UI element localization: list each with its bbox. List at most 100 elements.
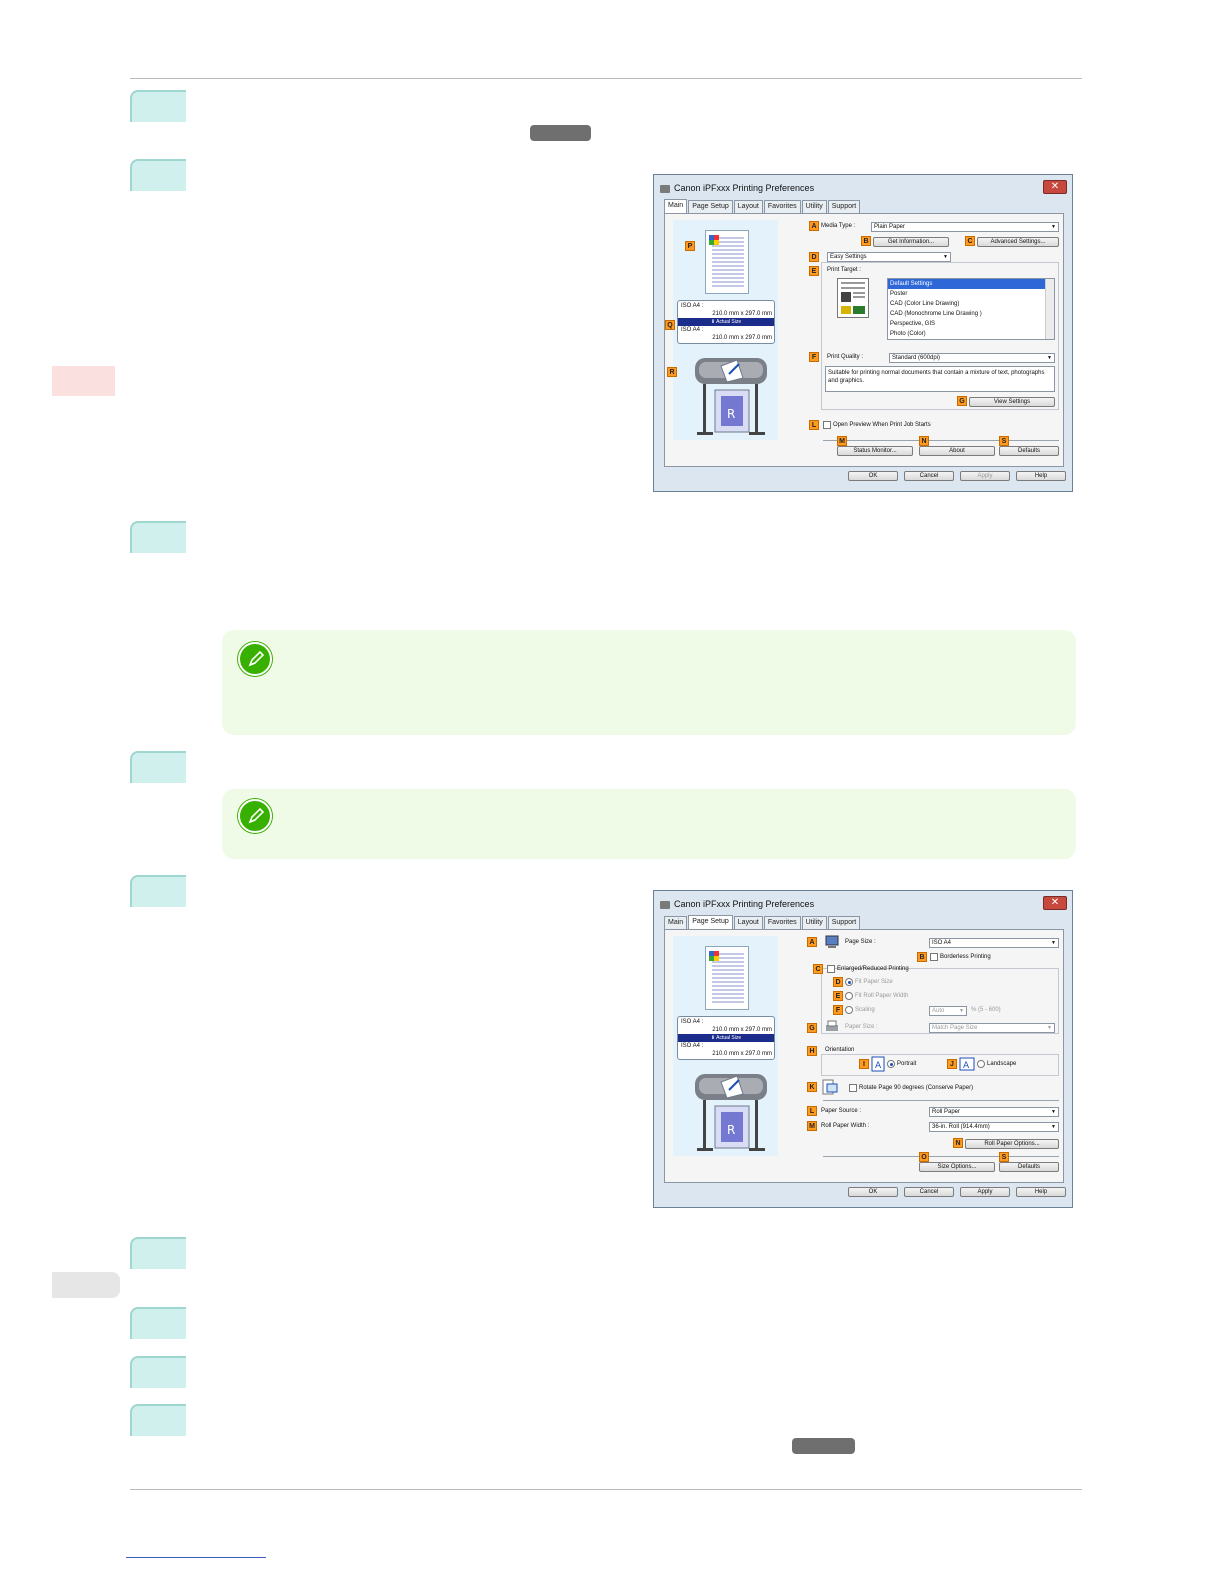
ok-button[interactable]: OK bbox=[848, 1187, 898, 1197]
label-badge-s: S bbox=[999, 436, 1009, 446]
reference-link[interactable] bbox=[792, 1438, 855, 1454]
fit-roll-width-radio[interactable] bbox=[845, 992, 853, 1000]
label-badge-l: L bbox=[809, 420, 819, 430]
landscape-label: Landscape bbox=[987, 1061, 1017, 1067]
label-badge-j: J bbox=[947, 1059, 957, 1069]
list-item[interactable]: Default Settings bbox=[888, 279, 1054, 289]
tab-layout[interactable]: Layout bbox=[733, 916, 763, 929]
page-size-label: Page Size : bbox=[845, 939, 876, 945]
open-preview-label: Open Preview When Print Job Starts bbox=[833, 422, 931, 428]
list-item[interactable]: Poster bbox=[890, 291, 908, 297]
tab-utility[interactable]: Utility bbox=[801, 916, 827, 929]
apply-button[interactable]: Apply bbox=[960, 1187, 1010, 1197]
fit-paper-size-radio[interactable] bbox=[845, 978, 853, 986]
list-item[interactable]: CAD (Monochrome Line Drawing ) bbox=[890, 311, 982, 317]
get-information-button[interactable]: Get Information... bbox=[873, 237, 949, 247]
print-target-preview-icon bbox=[837, 278, 869, 318]
fit-paper-size-label: Fit Paper Size bbox=[855, 979, 893, 985]
step-marker bbox=[130, 1404, 186, 1436]
help-button[interactable]: Help bbox=[1016, 471, 1066, 481]
printing-preferences-page-setup-dialog: Canon iPFxxx Printing Preferences ✕ Main… bbox=[653, 890, 1073, 1208]
tab-page-setup[interactable]: Page Setup bbox=[688, 200, 733, 213]
print-target-list[interactable]: Default Settings Poster CAD (Color Line … bbox=[887, 278, 1055, 340]
step-marker bbox=[130, 751, 186, 783]
tab-favorites[interactable]: Favorites bbox=[763, 200, 801, 213]
tab-main[interactable]: Main bbox=[664, 916, 688, 929]
tab-support[interactable]: Support bbox=[827, 200, 861, 213]
label-badge-n: N bbox=[953, 1138, 963, 1148]
roll-width-select[interactable]: 36-in. Roll (914.4mm) bbox=[929, 1122, 1059, 1132]
reference-link[interactable] bbox=[530, 125, 591, 141]
image-thumbnail-icon bbox=[709, 951, 719, 961]
pencil-icon bbox=[238, 642, 272, 676]
defaults-button[interactable]: Defaults bbox=[999, 446, 1059, 456]
label-badge-k: K bbox=[807, 1082, 817, 1092]
tab-layout[interactable]: Layout bbox=[733, 200, 763, 213]
easy-settings-select[interactable]: Easy Settings bbox=[827, 252, 951, 262]
orientation-group bbox=[821, 1054, 1059, 1076]
apply-button[interactable]: Apply bbox=[960, 471, 1010, 481]
paper-size-select[interactable]: Match Page Size bbox=[929, 1023, 1055, 1033]
dialog-title: Canon iPFxxx Printing Preferences bbox=[660, 179, 814, 197]
section-tab[interactable] bbox=[52, 1272, 120, 1298]
cancel-button[interactable]: Cancel bbox=[904, 471, 954, 481]
tab-support[interactable]: Support bbox=[827, 916, 861, 929]
list-item[interactable]: Photo (Color) bbox=[890, 331, 926, 337]
label-badge-b: B bbox=[917, 952, 927, 962]
about-button[interactable]: About bbox=[919, 446, 995, 456]
tab-favorites[interactable]: Favorites bbox=[763, 916, 801, 929]
tab-main[interactable]: Main bbox=[664, 199, 688, 213]
list-item[interactable]: CAD (Color Line Drawing) bbox=[890, 301, 960, 307]
list-scrollbar[interactable] bbox=[1045, 279, 1054, 339]
size-options-button[interactable]: Size Options... bbox=[919, 1162, 995, 1172]
settings-group bbox=[821, 262, 1059, 410]
print-quality-select[interactable]: Standard (600dpi) bbox=[889, 353, 1055, 363]
media-type-select[interactable]: Plain Paper bbox=[871, 222, 1059, 232]
open-preview-checkbox[interactable] bbox=[823, 421, 831, 429]
label-badge-s: S bbox=[999, 1152, 1009, 1162]
label-badge-h: H bbox=[807, 1046, 817, 1056]
rotate-page-label: Rotate Page 90 degrees (Conserve Paper) bbox=[859, 1085, 974, 1091]
step-marker bbox=[130, 521, 186, 553]
portrait-radio[interactable] bbox=[887, 1060, 895, 1068]
label-badge-g: G bbox=[807, 1023, 817, 1033]
tab-page-setup[interactable]: Page Setup bbox=[688, 915, 733, 929]
status-monitor-button[interactable]: Status Monitor... bbox=[837, 446, 913, 456]
label-badge-m: M bbox=[837, 436, 847, 446]
footer-link[interactable] bbox=[126, 1557, 266, 1558]
step-marker bbox=[130, 875, 186, 907]
label-badge-f: F bbox=[809, 352, 819, 362]
preview-area: ISO A4 : 210.0 mm x 297.0 mm ⬇ Actual Si… bbox=[673, 220, 778, 440]
page-preview bbox=[705, 230, 749, 294]
close-button[interactable]: ✕ bbox=[1043, 180, 1067, 194]
cancel-button[interactable]: Cancel bbox=[904, 1187, 954, 1197]
size-info-box: ISO A4 : 210.0 mm x 297.0 mm ⬇ Actual Si… bbox=[677, 1016, 775, 1060]
paper-source-select[interactable]: Roll Paper bbox=[929, 1107, 1059, 1117]
scaling-radio[interactable] bbox=[845, 1006, 853, 1014]
borderless-checkbox[interactable] bbox=[930, 953, 938, 961]
close-button[interactable]: ✕ bbox=[1043, 896, 1067, 910]
ok-button[interactable]: OK bbox=[848, 471, 898, 481]
list-item[interactable]: Perspective, GIS bbox=[890, 321, 936, 327]
scaling-spinner[interactable]: Auto bbox=[929, 1006, 967, 1016]
defaults-button[interactable]: Defaults bbox=[999, 1162, 1059, 1172]
rotate-page-checkbox[interactable] bbox=[849, 1084, 857, 1092]
tab-utility[interactable]: Utility bbox=[801, 200, 827, 213]
roll-width-label: Roll Paper Width : bbox=[821, 1123, 870, 1129]
scaling-range-label: % (5 - 600) bbox=[971, 1007, 1001, 1013]
page-size-select[interactable]: ISO A4 bbox=[929, 938, 1059, 948]
roll-paper-options-button[interactable]: Roll Paper Options... bbox=[965, 1139, 1059, 1149]
landscape-radio[interactable] bbox=[977, 1060, 985, 1068]
divider bbox=[823, 1100, 1059, 1101]
landscape-icon: A bbox=[959, 1057, 975, 1071]
chapter-tab[interactable] bbox=[52, 366, 115, 396]
print-quality-label: Print Quality : bbox=[827, 354, 864, 360]
svg-text:A: A bbox=[963, 1061, 970, 1071]
divider bbox=[823, 1156, 1059, 1157]
view-settings-button[interactable]: View Settings bbox=[969, 397, 1055, 407]
advanced-settings-button[interactable]: Advanced Settings... bbox=[977, 237, 1059, 247]
enlarged-reduced-checkbox[interactable] bbox=[827, 965, 835, 973]
help-button[interactable]: Help bbox=[1016, 1187, 1066, 1197]
actual-size-row: ⬇ Actual Size bbox=[678, 1034, 774, 1042]
rotate-page-icon bbox=[822, 1079, 838, 1095]
